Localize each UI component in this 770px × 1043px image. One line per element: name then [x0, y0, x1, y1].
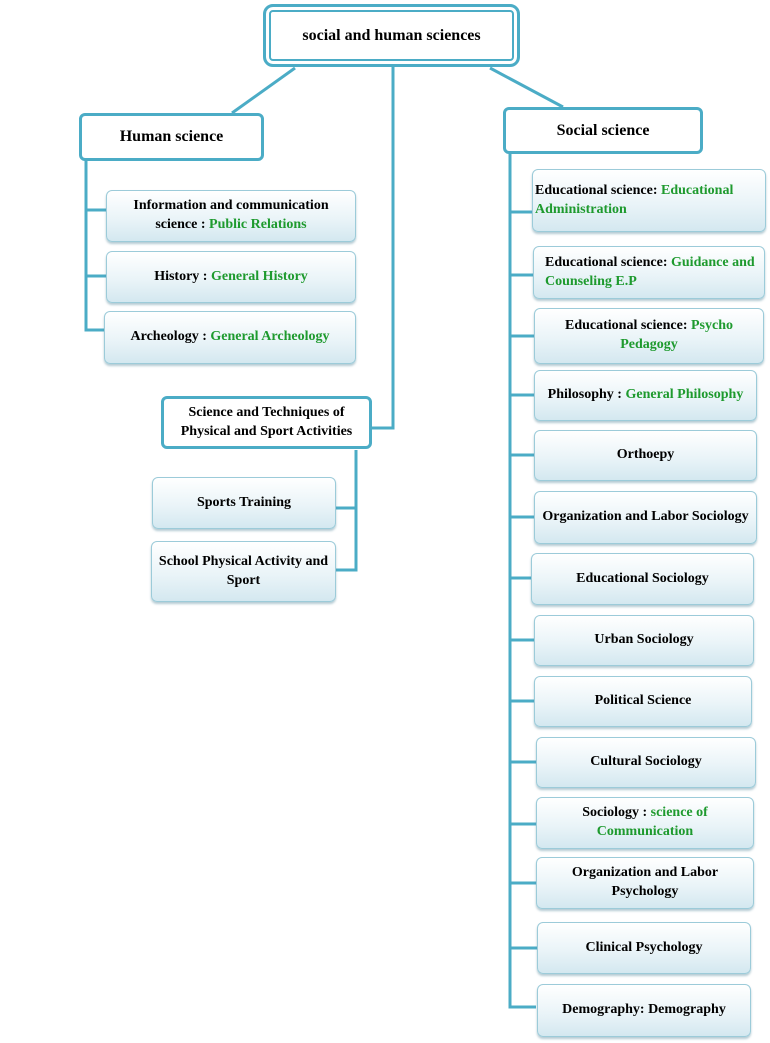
social-item-urban-sociology: Urban Sociology	[534, 615, 754, 666]
item-text: Educational science: Psycho Pedagogy	[565, 318, 733, 352]
item-text: Educational science: Guidance and Counse…	[545, 254, 755, 289]
social-item-cultural-sociology: Cultural Sociology	[536, 737, 756, 788]
item-text: Orthoepy	[616, 447, 675, 463]
connector-social-trunk	[508, 154, 536, 1009]
staps-label: Science and Techniques of Physical and S…	[180, 404, 353, 439]
human-science-node: Human science	[79, 113, 264, 161]
item-text: Sports Training	[196, 494, 291, 510]
root-node: social and human sciences	[263, 4, 520, 67]
social-item-guidance-counseling: Educational science: Guidance and Counse…	[533, 246, 765, 299]
item-text: Organization and Labor Psychology	[571, 865, 719, 899]
social-item-clinical-psychology: Clinical Psychology	[537, 922, 751, 974]
item-text: Educational science: Educational Adminis…	[535, 182, 734, 217]
social-item-educational-administration: Educational science: Educational Adminis…	[532, 169, 766, 232]
social-item-orthoepy: Orthoepy	[534, 430, 757, 481]
social-item-educational-sociology: Educational Sociology	[531, 553, 754, 605]
item-text: Demography: Demography	[562, 1002, 726, 1018]
connector-human-trunk	[84, 160, 104, 332]
item-text: Urban Sociology	[594, 632, 694, 648]
human-science-label: Human science	[119, 128, 224, 146]
human-item-archeology: Archeology : General Archeology	[104, 311, 356, 364]
human-item-history: History : General History	[106, 251, 356, 303]
social-item-psycho-pedagogy: Educational science: Psycho Pedagogy	[534, 308, 764, 364]
staps-node: Science and Techniques of Physical and S…	[161, 396, 372, 449]
item-text: Information and communication science : …	[133, 198, 329, 232]
staps-item-school-physical: School Physical Activity and Sport	[151, 541, 336, 602]
item-text: Philosophy : General Philosophy	[547, 387, 744, 403]
item-text: School Physical Activity and Sport	[158, 553, 329, 588]
connector-staps-trunk	[336, 450, 358, 572]
social-item-political-science: Political Science	[534, 676, 752, 727]
social-item-demography: Demography: Demography	[537, 984, 751, 1037]
item-text: History : General History	[154, 268, 308, 284]
staps-item-sports-training: Sports Training	[152, 477, 336, 529]
item-text: Sociology : science of Communication	[582, 805, 708, 839]
connector-root-staps	[372, 66, 395, 430]
social-item-organization-labor-sociology: Organization and Labor Sociology	[534, 491, 757, 544]
root-label: social and human sciences	[302, 26, 481, 44]
item-text: Organization and Labor Sociology	[542, 509, 749, 525]
human-item-info-comm: Information and communication science : …	[106, 190, 356, 242]
social-science-label: Social science	[556, 121, 650, 139]
item-text: Political Science	[594, 693, 692, 709]
connector-root-human	[231, 66, 296, 115]
social-item-organization-labor-psychology: Organization and Labor Psychology	[536, 857, 754, 909]
social-item-general-philosophy: Philosophy : General Philosophy	[534, 370, 757, 421]
item-text: Educational Sociology	[576, 570, 709, 586]
item-text: Clinical Psychology	[585, 939, 703, 955]
social-item-science-of-communication: Sociology : science of Communication	[536, 797, 754, 849]
item-text: Archeology : General Archeology	[130, 329, 330, 345]
connector-root-social	[489, 66, 564, 109]
social-science-node: Social science	[503, 107, 703, 154]
item-text: Cultural Sociology	[590, 754, 702, 770]
